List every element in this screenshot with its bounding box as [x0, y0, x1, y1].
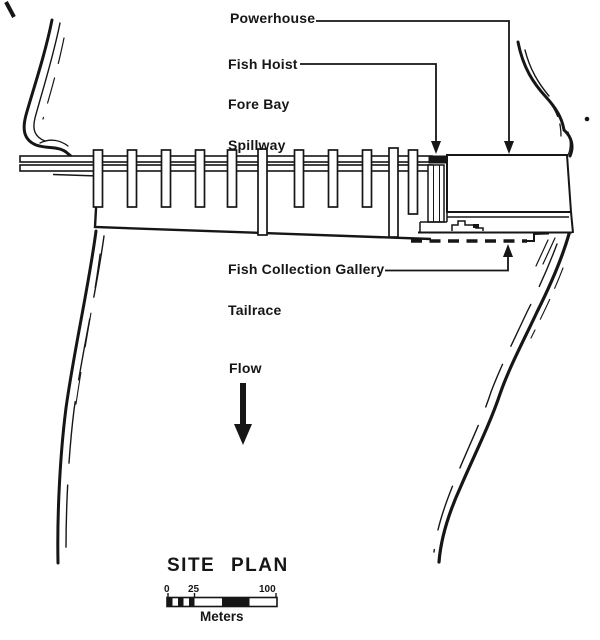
spillway-pier — [407, 149, 419, 215]
deck-edge-line — [52, 173, 99, 177]
spillway-pier — [92, 149, 104, 208]
powerhouse-building — [446, 154, 573, 213]
fish-collection-gallery-leader — [385, 244, 513, 272]
spillway-pier — [327, 149, 339, 208]
flow-arrow — [234, 383, 252, 445]
spillway-divider-walls — [257, 147, 399, 238]
powerhouse-leader — [316, 20, 514, 154]
scale-tick-25: 25 — [188, 584, 200, 595]
divider-wall — [388, 147, 399, 238]
label-powerhouse: Powerhouse — [230, 10, 316, 26]
scale-bar — [166, 593, 278, 608]
label-fish-hoist: Fish Hoist — [228, 56, 298, 72]
scale-tick-100: 100 — [259, 584, 276, 595]
fish-collection-gallery-arrow — [503, 244, 513, 257]
fish-collection-gallery-line — [411, 232, 550, 243]
spillway-pier — [293, 149, 305, 208]
powerhouse-arrow — [504, 141, 514, 154]
right-bank-upper — [516, 40, 590, 158]
spillway-pier — [126, 149, 138, 208]
right-bank-lower — [433, 232, 571, 564]
scale-tick-0: 0 — [164, 584, 170, 595]
fish-hoist-arrow — [431, 141, 441, 154]
spillway-pier — [194, 149, 206, 208]
label-fore-bay: Fore Bay — [228, 96, 290, 112]
left-bank-lower — [56, 229, 105, 565]
ink-dot — [584, 116, 590, 122]
spillway-pier — [226, 149, 238, 208]
label-spillway: Spillway — [228, 137, 286, 153]
flow-arrow-head — [234, 424, 252, 445]
label-fish-collection-gallery: Fish Collection Gallery — [228, 261, 385, 277]
flow-arrow-shaft — [240, 383, 246, 426]
spillway-piers — [92, 149, 419, 215]
fish-hoist-channel — [427, 164, 445, 223]
divider-wall — [257, 148, 268, 236]
fish-hoist-leader — [300, 63, 441, 154]
powerhouse-structure — [418, 154, 574, 234]
spillway-pier — [160, 149, 172, 208]
fish-hoist-block — [428, 155, 447, 164]
label-flow: Flow — [229, 360, 262, 376]
left-bank-upper — [22, 18, 74, 159]
fish-entrance-detail — [451, 220, 484, 231]
scale-unit-label: Meters — [200, 609, 244, 624]
spillway-pier — [361, 149, 373, 208]
page-title: SITE PLAN — [167, 555, 289, 576]
ink-mark — [4, 1, 16, 18]
fish-hoist-structure — [427, 155, 447, 223]
label-tailrace: Tailrace — [228, 302, 282, 318]
